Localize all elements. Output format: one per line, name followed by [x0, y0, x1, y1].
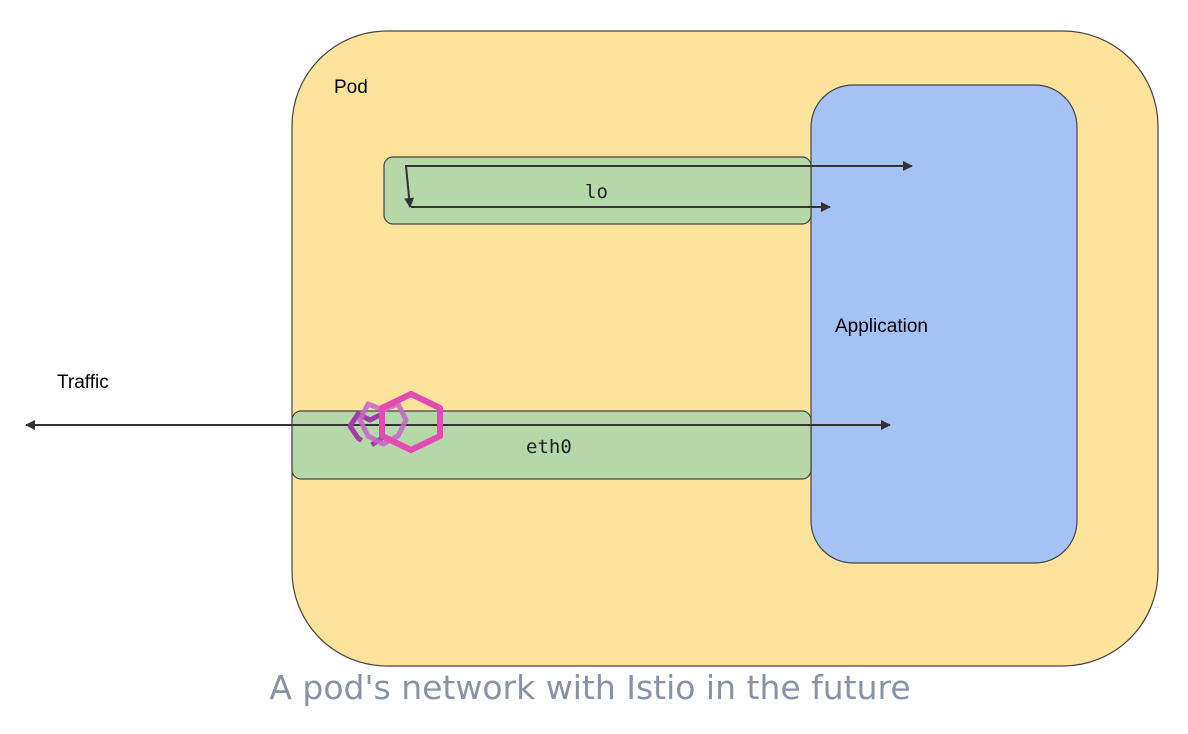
loopback-interface-label: lo [585, 181, 608, 203]
pod-label: Pod [334, 77, 368, 98]
application-label: Application [835, 316, 928, 337]
loopback-turn-arrow [404, 165, 415, 208]
envoy-hexagon-icon [347, 391, 443, 453]
diagram-caption: A pod's network with Istio in the future [269, 668, 911, 707]
pod-network-diagram: Pod Application lo eth0 Traffic [25, 30, 1159, 667]
traffic-label: Traffic [57, 372, 109, 393]
application-box [810, 84, 1078, 564]
ethernet-interface-label: eth0 [526, 436, 572, 458]
